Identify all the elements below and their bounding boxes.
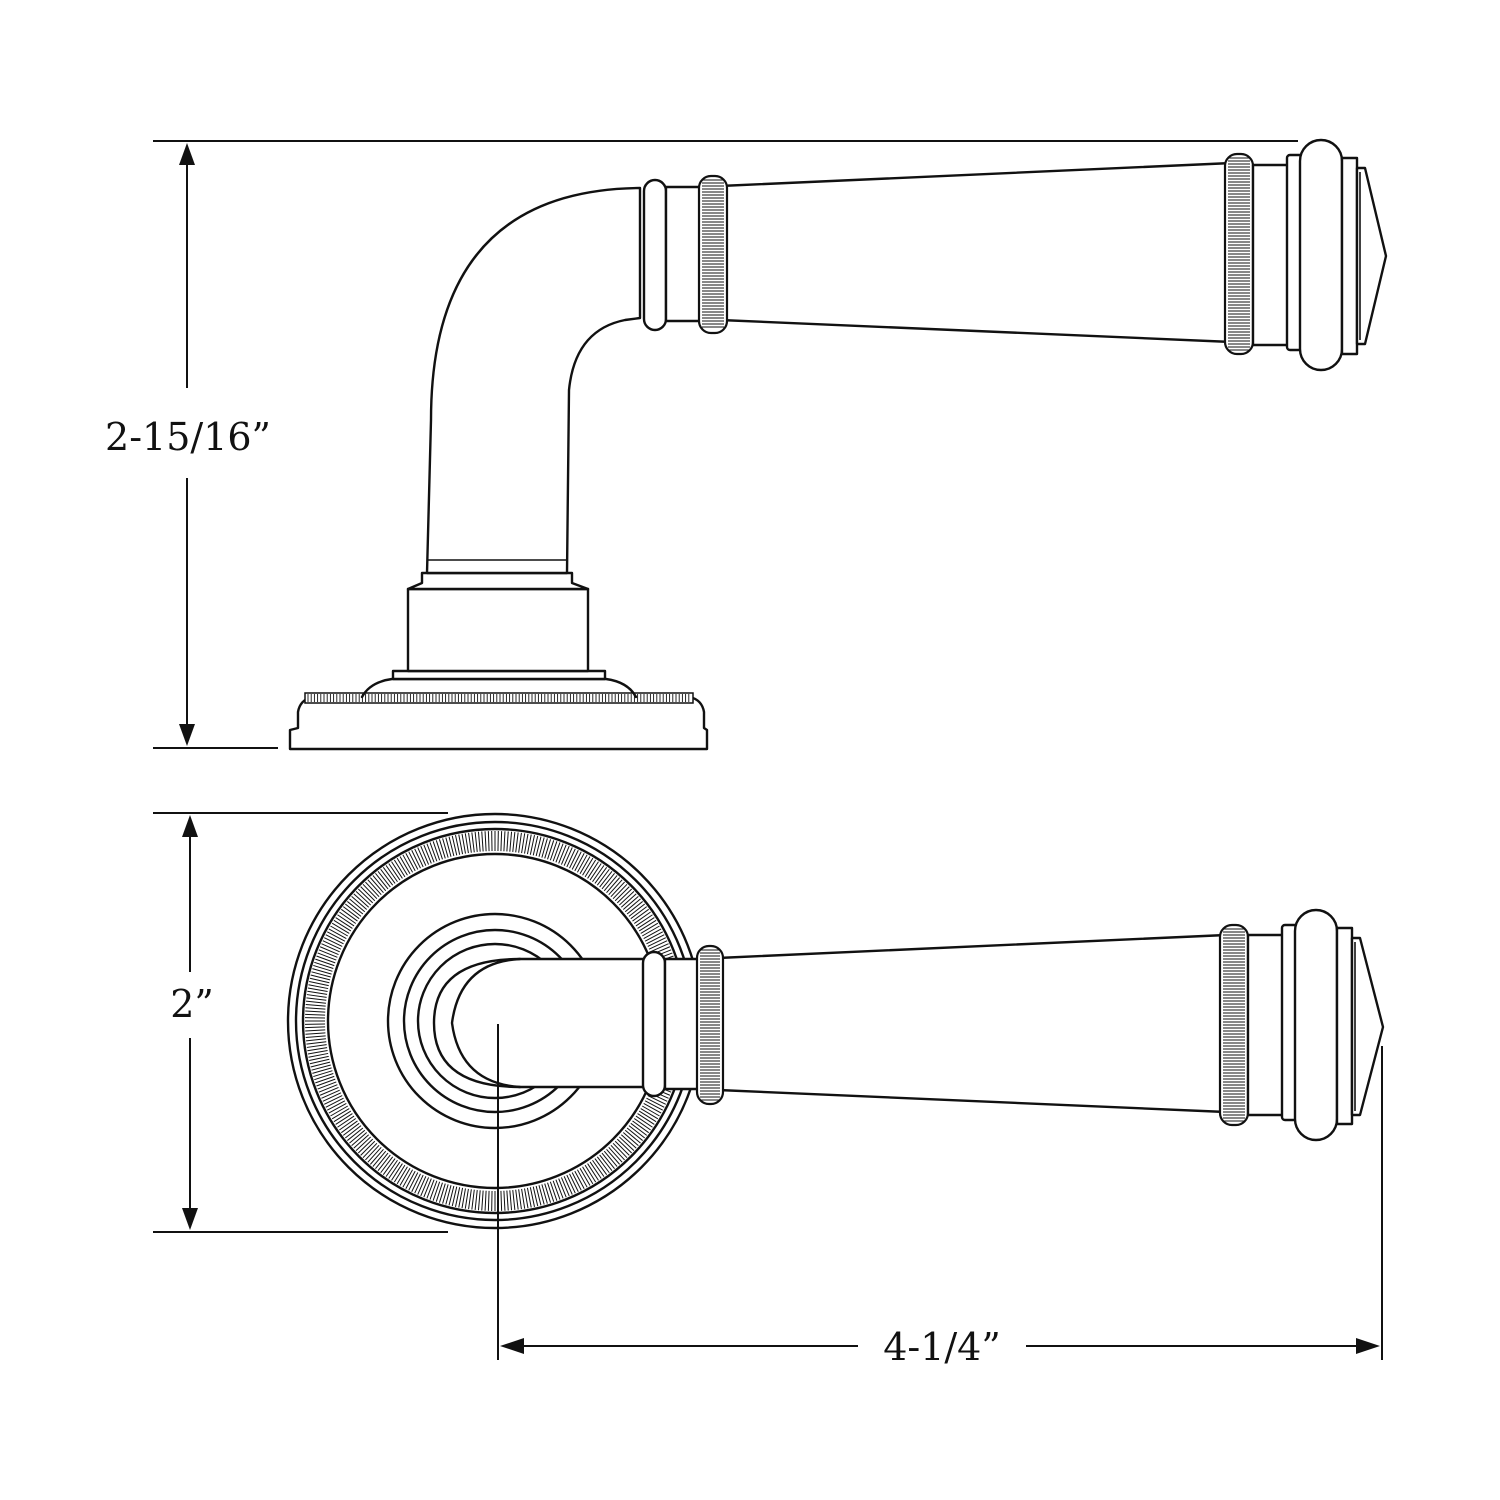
side-lever-arm: [718, 161, 1234, 344]
dimension-height: 2-15/16”: [105, 140, 1298, 749]
top-end-cap: [1246, 908, 1385, 1142]
top-lever-arm: [432, 957, 647, 1089]
side-rose-knurl: [304, 692, 694, 704]
dimension-diameter: 2”: [153, 812, 448, 1233]
side-end-cap: [1251, 138, 1388, 372]
side-neck: [425, 186, 642, 575]
height-dimension-label: 2-15/16”: [105, 415, 271, 459]
side-collar: [642, 178, 668, 332]
side-view: [288, 138, 1388, 751]
projection-dimension-label: 4-1/4”: [883, 1325, 1001, 1369]
side-rose: [288, 571, 709, 751]
top-view: [286, 812, 1385, 1360]
top-collar: [641, 950, 667, 1098]
dimension-projection: 4-1/4”: [500, 1046, 1383, 1369]
diameter-dimension-label: 2”: [170, 982, 214, 1026]
